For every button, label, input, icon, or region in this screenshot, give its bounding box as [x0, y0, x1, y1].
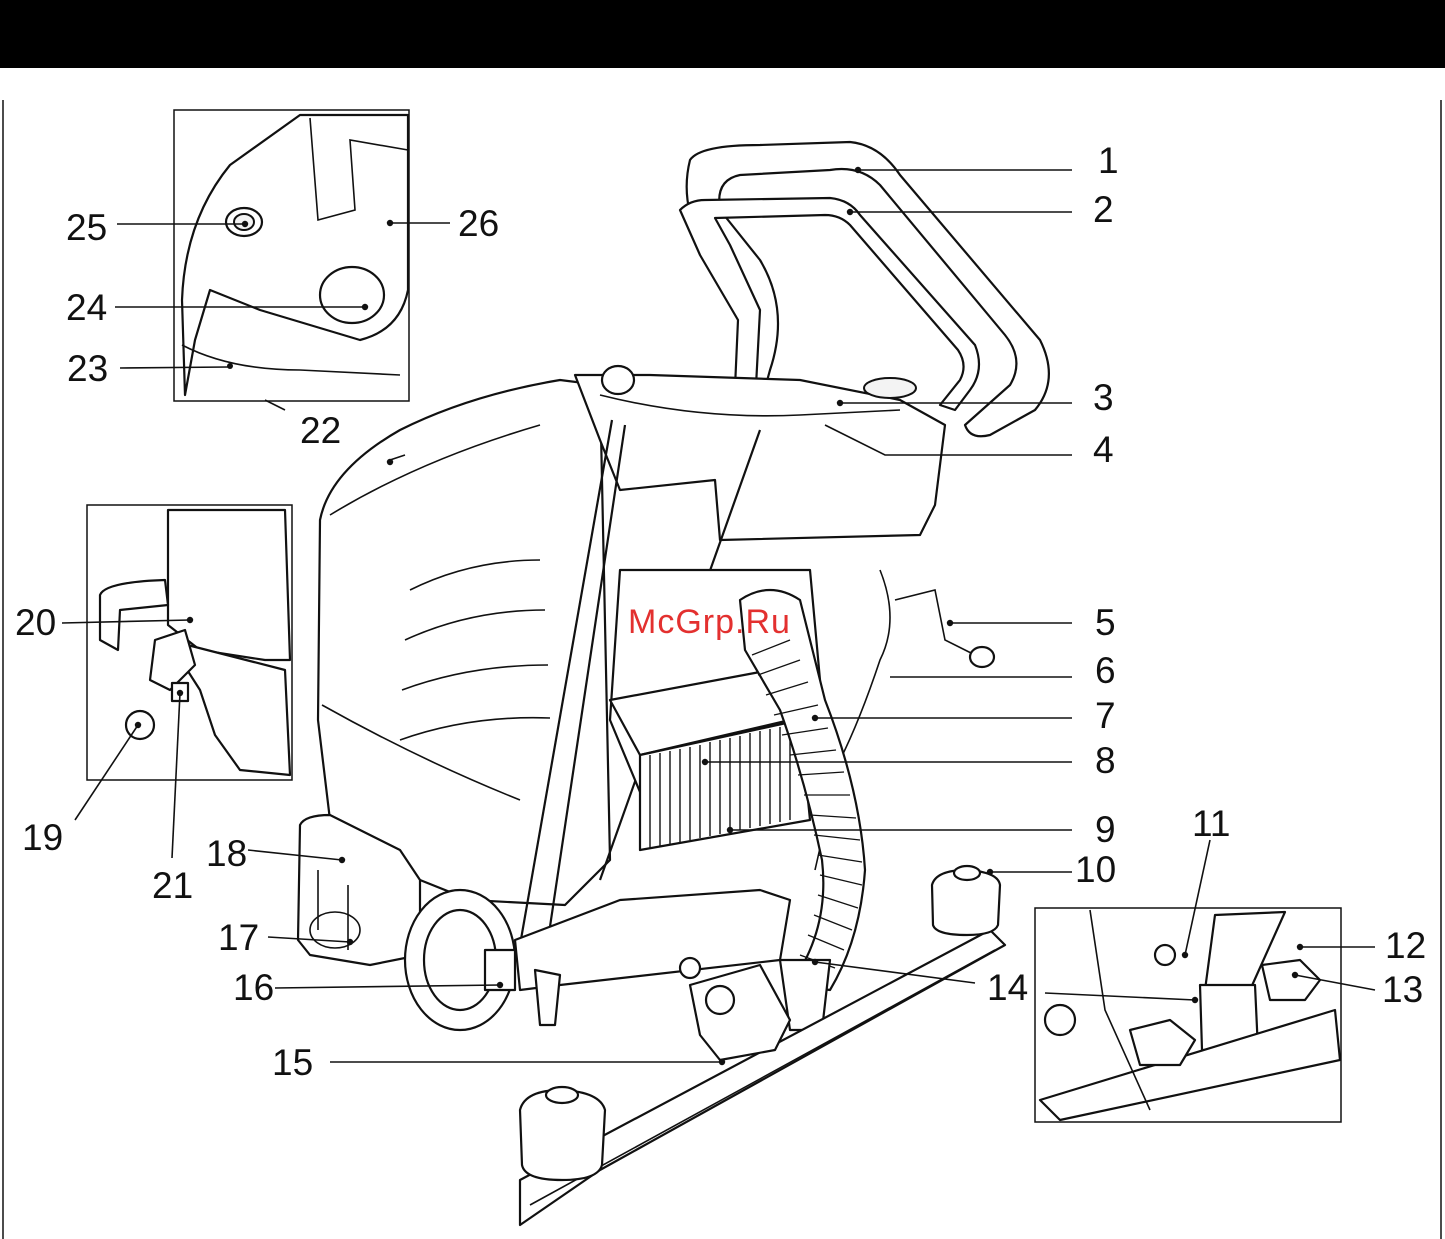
tank-body: [318, 380, 610, 905]
inset-screw: [227, 363, 233, 369]
callout-10: 10: [1075, 849, 1116, 890]
callout-19: 19: [22, 817, 63, 858]
callout-7: 7: [1095, 695, 1116, 736]
callout-1: 1: [1098, 140, 1119, 181]
callout-16: 16: [233, 967, 274, 1008]
squeegee-clamp: [690, 965, 790, 1060]
crank-grip: [970, 647, 994, 667]
wing-nut: [706, 986, 734, 1014]
callout-4: 4: [1093, 429, 1114, 470]
callout-22: 22: [300, 410, 341, 451]
inset-cap: [1155, 945, 1175, 965]
spring: [680, 958, 700, 978]
callout-9: 9: [1095, 809, 1116, 850]
callout-14: 14: [987, 967, 1028, 1008]
callout-18: 18: [206, 833, 247, 874]
callout-2: 2: [1093, 189, 1114, 230]
inset-wing-nut: [1045, 1005, 1075, 1035]
cap: [864, 378, 916, 398]
callout-17: 17: [218, 917, 259, 958]
callout-15: 15: [272, 1042, 313, 1083]
callout-3: 3: [1093, 377, 1114, 418]
inset-left: [87, 505, 292, 780]
callout-21: 21: [152, 865, 193, 906]
parking-lever: [535, 970, 560, 1025]
watermark: McGrp.Ru: [628, 603, 791, 641]
inset-fill-opening: [320, 267, 384, 323]
roller-knob-right: [954, 866, 980, 880]
dosing-knob: [602, 366, 634, 394]
callout-26: 26: [458, 203, 499, 244]
callout-5: 5: [1095, 602, 1116, 643]
callout-23: 23: [67, 348, 108, 389]
callout-25: 25: [66, 207, 107, 248]
callout-24: 24: [66, 287, 107, 328]
callout-8: 8: [1095, 740, 1116, 781]
control-panel-housing: [575, 375, 945, 540]
inset-top-left: [174, 110, 409, 401]
roller-knob-left: [546, 1087, 578, 1103]
callout-20: 20: [15, 602, 56, 643]
callout-13: 13: [1382, 969, 1423, 1010]
callout-11: 11: [1192, 803, 1230, 844]
callout-12: 12: [1385, 925, 1426, 966]
callout-6: 6: [1095, 650, 1116, 691]
